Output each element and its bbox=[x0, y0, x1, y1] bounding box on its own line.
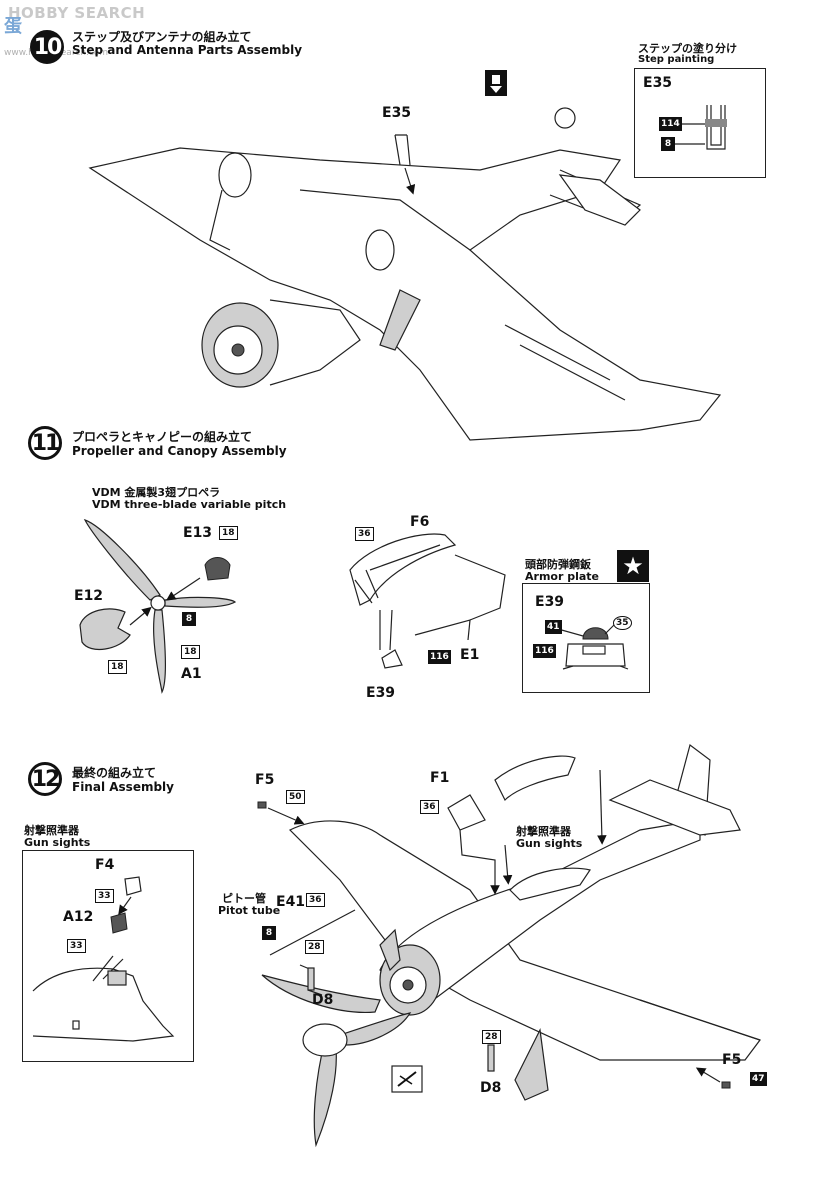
step-11-title-jp: プロペラとキャノピーの組み立て bbox=[72, 430, 253, 444]
part-label-f1: F1 bbox=[430, 770, 450, 786]
watermark-logo: 蛋 bbox=[4, 16, 22, 37]
part-label-e41: E41 bbox=[276, 894, 306, 910]
step-11-number: 11 bbox=[28, 426, 62, 460]
part-label-d8: D8 bbox=[312, 992, 334, 1008]
gun-sight-title-jp: 射撃照準器 bbox=[24, 824, 79, 837]
step-10-title-jp: ステップ及びアンテナの組み立て bbox=[72, 30, 252, 44]
color-33-badge: 33 bbox=[67, 939, 86, 953]
part-label-a1: A1 bbox=[181, 666, 202, 682]
color-18-badge: 18 bbox=[108, 660, 127, 674]
part-label-e12: E12 bbox=[74, 588, 104, 604]
step-painting-title-jp: ステップの塗り分け bbox=[638, 42, 737, 55]
color-8-badge: 8 bbox=[661, 137, 675, 151]
part-label-e13: E13 bbox=[183, 525, 213, 541]
armor-plate-inset: E39 41 35 116 bbox=[522, 583, 650, 693]
step-painting-inset: E35 114 8 bbox=[634, 68, 766, 178]
armor-part-e39: E39 bbox=[535, 594, 565, 610]
color-36-badge: 36 bbox=[306, 893, 325, 907]
armor-title-en: Armor plate bbox=[525, 570, 599, 583]
gun-sights-inset: F4 33 A12 33 bbox=[22, 850, 194, 1062]
color-8-badge: 8 bbox=[262, 926, 276, 940]
step-12-title-jp: 最終の組み立て bbox=[72, 766, 157, 780]
armor-title-jp: 頭部防弾鋼鈑 bbox=[525, 558, 591, 571]
part-label-e35: E35 bbox=[382, 105, 412, 121]
color-36-badge: 36 bbox=[420, 800, 439, 814]
gun-sight-label-en: Gun sights bbox=[516, 837, 583, 850]
part-label-d8-lower: D8 bbox=[480, 1080, 502, 1096]
no-glue-icon bbox=[392, 1066, 422, 1092]
pitot-label-en: Pitot tube bbox=[218, 904, 281, 917]
color-28-badge: 28 bbox=[305, 940, 324, 954]
watermark-brand: HOBBY SEARCH bbox=[8, 4, 146, 22]
pitot-label-jp: ピトー管 bbox=[222, 892, 266, 905]
color-116-badge: 116 bbox=[428, 650, 451, 664]
color-18-badge: 18 bbox=[181, 645, 200, 659]
step-12-title-en: Final Assembly bbox=[72, 780, 174, 794]
color-114-badge: 114 bbox=[659, 117, 682, 131]
color-28-badge: 28 bbox=[482, 1030, 501, 1044]
color-18-badge: 18 bbox=[219, 526, 238, 540]
part-label-f5-top: F5 bbox=[255, 772, 275, 788]
part-label-f5-bottom: F5 bbox=[722, 1052, 742, 1068]
step-11-title-en: Propeller and Canopy Assembly bbox=[72, 444, 287, 458]
color-8-badge: 8 bbox=[182, 612, 196, 626]
star-icon: ★ bbox=[617, 550, 649, 582]
part-label-a12: A12 bbox=[63, 909, 94, 925]
prop-title-jp: VDM 金属製3翅プロペラ bbox=[92, 486, 221, 499]
color-50-badge: 50 bbox=[286, 790, 305, 804]
color-116-badge: 116 bbox=[533, 644, 556, 658]
part-label-e1: E1 bbox=[460, 647, 480, 663]
gun-sight-title-en: Gun sights bbox=[24, 836, 91, 849]
color-47-badge: 47 bbox=[750, 1072, 767, 1086]
step-10-number: 10 bbox=[30, 30, 64, 64]
inset-part-e35: E35 bbox=[643, 75, 673, 91]
part-label-e39: E39 bbox=[366, 685, 396, 701]
color-35-badge: 35 bbox=[613, 616, 632, 630]
part-label-f6: F6 bbox=[410, 514, 430, 530]
prop-title-en: VDM three-blade variable pitch bbox=[92, 498, 287, 511]
color-41-badge: 41 bbox=[545, 620, 562, 634]
step-10-title-en: Step and Antenna Parts Assembly bbox=[72, 43, 303, 57]
color-36-badge: 36 bbox=[355, 527, 374, 541]
step-12-number: 12 bbox=[28, 762, 62, 796]
gun-sight-label-jp: 射撃照準器 bbox=[516, 825, 571, 838]
step-painting-title-en: Step painting bbox=[638, 54, 715, 65]
color-33-badge: 33 bbox=[95, 889, 114, 903]
part-label-f4: F4 bbox=[95, 857, 115, 873]
